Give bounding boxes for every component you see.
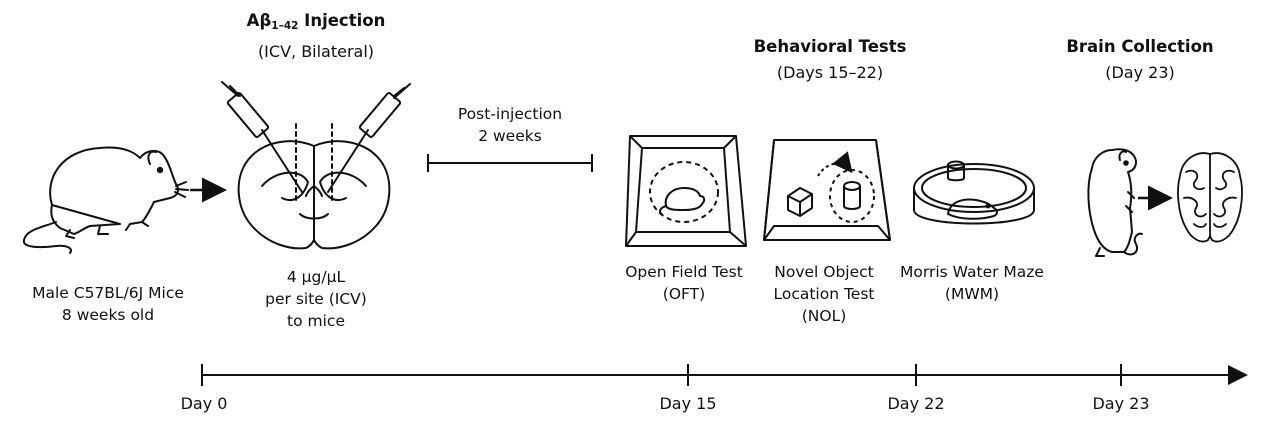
brain-title-text: Brain Collection bbox=[1066, 37, 1214, 56]
mwm-line2: (MWM) bbox=[944, 285, 1000, 303]
timeline-label-day0: Day 0 bbox=[180, 394, 228, 413]
dose-line1: 4 μg/μL bbox=[286, 268, 346, 286]
timeline-label-day22: Day 22 bbox=[887, 394, 945, 413]
oft-line2: (OFT) bbox=[662, 285, 706, 303]
brain-section-icon bbox=[237, 123, 391, 250]
behavior-subtitle: (Days 15–22) bbox=[776, 63, 884, 82]
mouse-icon bbox=[22, 146, 189, 254]
novel-object-arena-icon bbox=[763, 139, 891, 241]
mice-label: Male C57BL/6J Mice 8 weeks old bbox=[32, 282, 184, 326]
timeline-label-day15: Day 15 bbox=[659, 394, 717, 413]
syringe-icon bbox=[327, 83, 411, 193]
dose-line3: to mice bbox=[287, 312, 345, 330]
nol-line1: Novel Object bbox=[774, 263, 874, 281]
mice-label-line1: Male C57BL/6J Mice bbox=[32, 284, 184, 302]
interval-bar bbox=[427, 154, 593, 172]
syringe-icon bbox=[221, 81, 303, 193]
injection-title-main: Aβ bbox=[246, 11, 272, 30]
mice-label-line2: 8 weeks old bbox=[61, 306, 155, 324]
injection-title-rest: Injection bbox=[298, 11, 386, 30]
brain-icon bbox=[1177, 152, 1243, 243]
open-field-arena-icon bbox=[625, 135, 747, 247]
timeline-label-day23: Day 23 bbox=[1092, 394, 1150, 413]
mwm-label: Morris Water Maze (MWM) bbox=[900, 261, 1044, 305]
oft-label: Open Field Test (OFT) bbox=[625, 261, 743, 305]
behavior-title-text: Behavioral Tests bbox=[753, 37, 907, 56]
water-maze-icon bbox=[913, 160, 1035, 225]
standing-mouse-icon bbox=[1087, 148, 1143, 257]
injection-title-sub: 1–42 bbox=[271, 20, 299, 32]
behavior-title: Behavioral Tests (Days 15–22) bbox=[754, 36, 907, 84]
injection-subtitle: (ICV, Bilateral) bbox=[257, 42, 375, 61]
oft-line1: Open Field Test bbox=[625, 263, 743, 281]
interval-line2: 2 weeks bbox=[478, 127, 542, 145]
dose-label: 4 μg/μL per site (ICV) to mice bbox=[265, 266, 367, 332]
mwm-line1: Morris Water Maze bbox=[900, 263, 1044, 281]
nol-line3: (NOL) bbox=[801, 307, 847, 325]
brain-collection-title: Brain Collection (Day 23) bbox=[1066, 36, 1213, 84]
interval-line1: Post-injection bbox=[457, 105, 563, 123]
interval-label: Post-injection 2 weeks bbox=[458, 103, 562, 147]
injection-title: Aβ1–42 Injection (ICV, Bilateral) bbox=[247, 10, 386, 63]
timeline-axis bbox=[201, 364, 1248, 386]
brain-subtitle: (Day 23) bbox=[1105, 63, 1175, 82]
dose-line2: per site (ICV) bbox=[265, 290, 367, 308]
nol-label: Novel Object Location Test (NOL) bbox=[773, 261, 874, 327]
nol-line2: Location Test bbox=[773, 285, 875, 303]
